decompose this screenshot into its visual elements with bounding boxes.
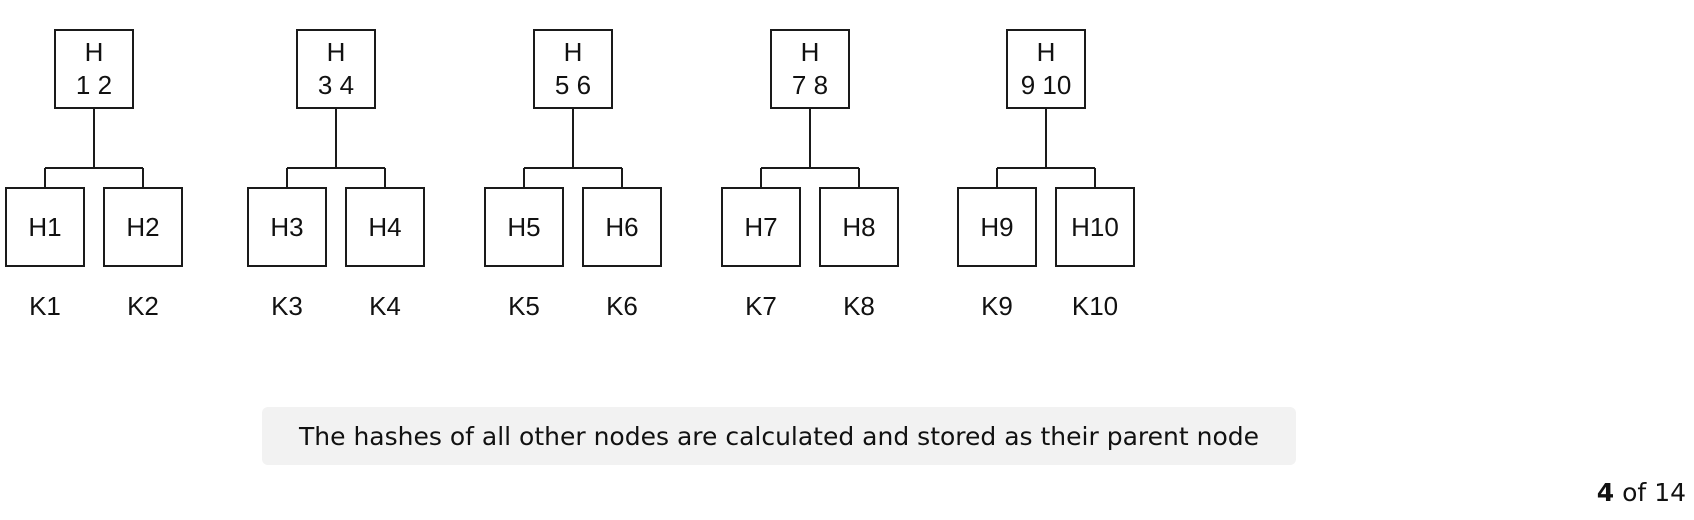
parent-hash-label-line: 3 4 <box>318 70 354 100</box>
parent-hash-node <box>296 29 376 109</box>
parent-hash-label-line: 1 2 <box>76 70 112 100</box>
caption-box: The hashes of all other nodes are calcul… <box>262 407 1296 465</box>
child-hash-label: H1 <box>28 212 61 242</box>
child-hash-node <box>484 187 564 267</box>
parent-hash-node <box>770 29 850 109</box>
parent-hash-label-line: 5 6 <box>555 70 591 100</box>
child-hash-label: H2 <box>126 212 159 242</box>
parent-hash-node <box>533 29 613 109</box>
parent-hash-node <box>1006 29 1086 109</box>
parent-hash-label-line: H <box>564 37 583 67</box>
child-hash-label: H3 <box>270 212 303 242</box>
caption-text: The hashes of all other nodes are calcul… <box>299 421 1259 451</box>
key-label: K2 <box>127 291 159 321</box>
key-label: K4 <box>369 291 401 321</box>
key-label: K5 <box>508 291 540 321</box>
child-hash-label: H4 <box>368 212 401 242</box>
child-hash-label: H5 <box>507 212 540 242</box>
child-hash-node <box>247 187 327 267</box>
key-label: K8 <box>843 291 875 321</box>
parent-hash-label-line: H <box>1037 37 1056 67</box>
child-hash-node <box>1055 187 1135 267</box>
key-label: K1 <box>29 291 61 321</box>
child-hash-label: H8 <box>842 212 875 242</box>
parent-hash-label-line: H <box>801 37 820 67</box>
child-hash-label: H7 <box>744 212 777 242</box>
slide-total: 14 <box>1654 478 1686 507</box>
parent-hash-node <box>54 29 134 109</box>
parent-hash-label-line: 9 10 <box>1021 70 1072 100</box>
slide-counter: 4 of 14 <box>1597 478 1686 507</box>
child-hash-node <box>721 187 801 267</box>
parent-hash-label-line: 7 8 <box>792 70 828 100</box>
child-hash-node <box>819 187 899 267</box>
child-hash-label: H9 <box>980 212 1013 242</box>
child-hash-node <box>5 187 85 267</box>
child-hash-node <box>582 187 662 267</box>
child-hash-node <box>103 187 183 267</box>
child-hash-node <box>957 187 1037 267</box>
child-hash-label: H10 <box>1071 212 1119 242</box>
slide-current: 4 <box>1596 478 1615 507</box>
key-label: K9 <box>981 291 1013 321</box>
child-hash-label: H6 <box>605 212 638 242</box>
parent-hash-label-line: H <box>327 37 346 67</box>
key-label: K10 <box>1072 291 1118 321</box>
child-hash-node <box>345 187 425 267</box>
key-label: K3 <box>271 291 303 321</box>
parent-hash-label-line: H <box>85 37 104 67</box>
key-label: K7 <box>745 291 777 321</box>
slide-separator: of <box>1622 478 1647 507</box>
key-label: K6 <box>606 291 638 321</box>
